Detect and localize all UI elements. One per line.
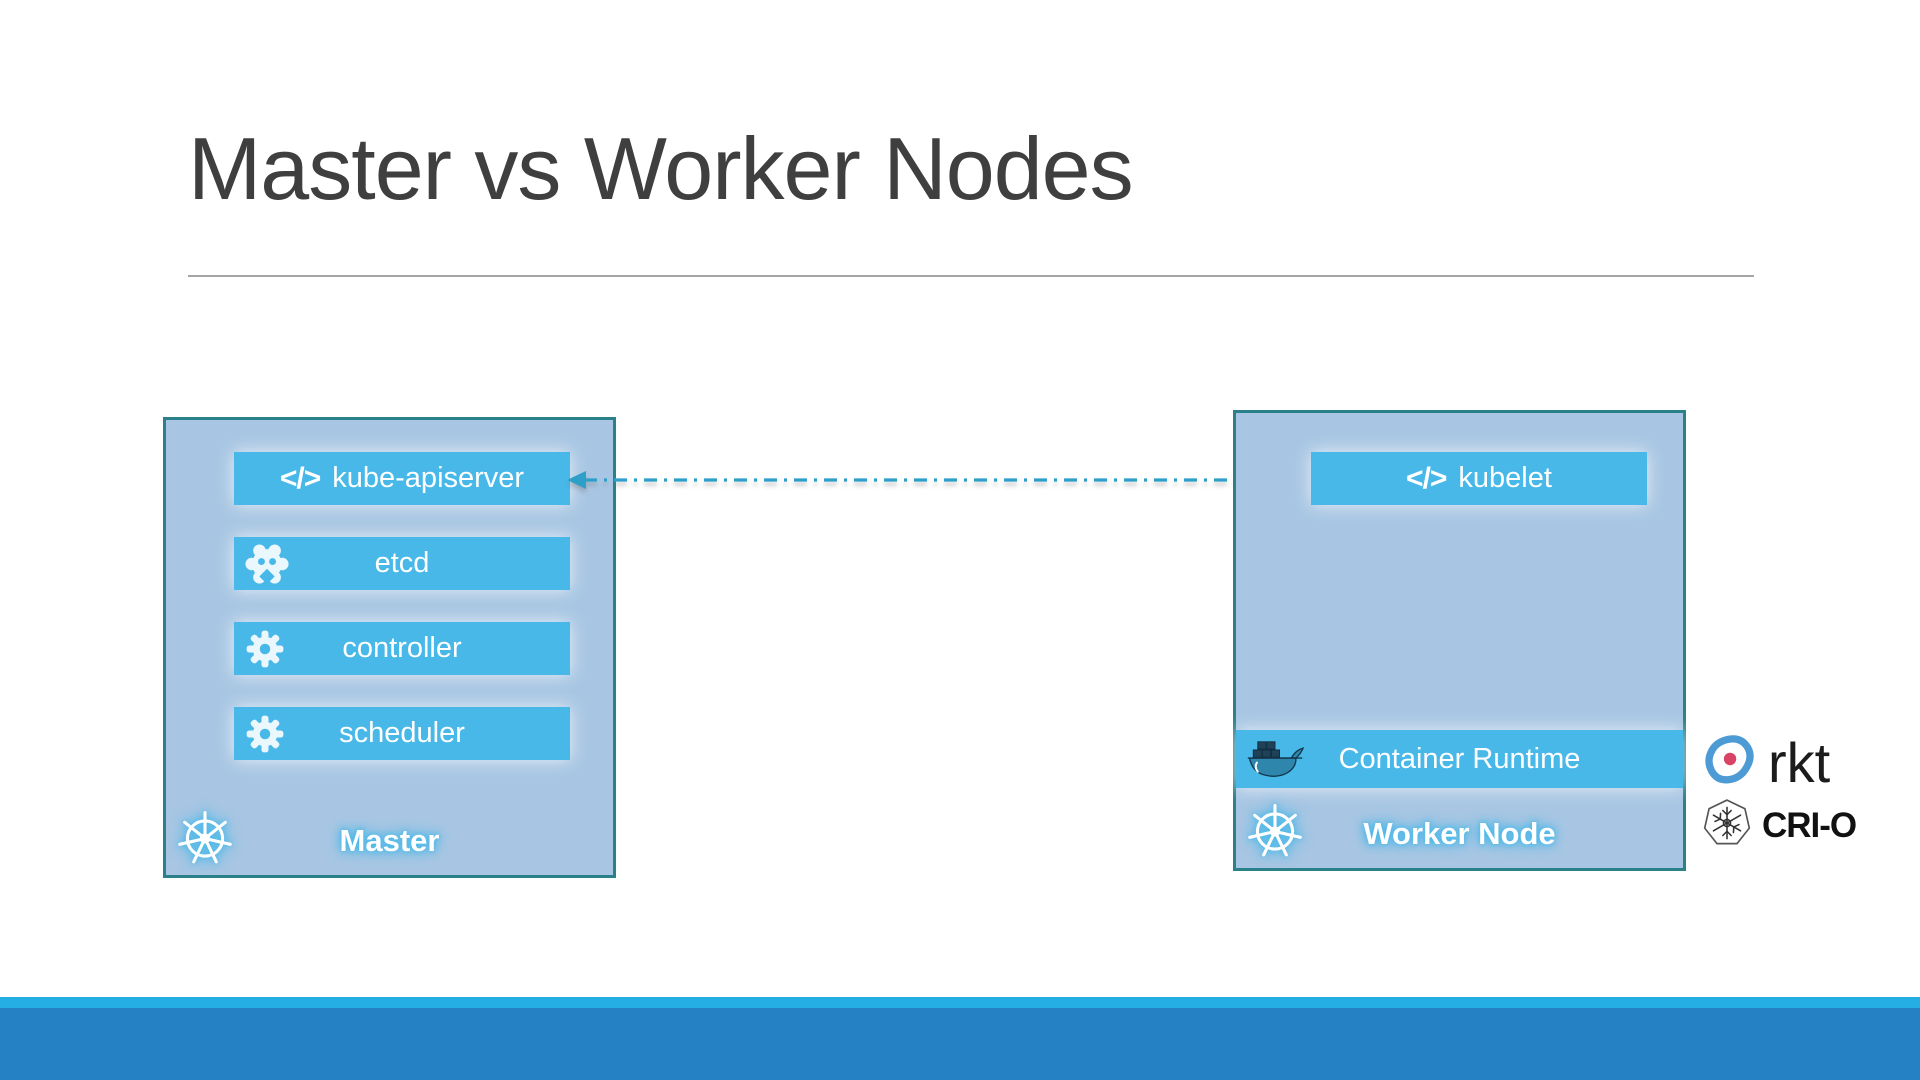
etcd-bar: etcd	[234, 537, 570, 590]
master-label-row: Master	[166, 810, 613, 872]
kubernetes-wheel-icon	[176, 810, 234, 873]
code-icon: </>	[1406, 461, 1447, 495]
docker-whale-icon	[1246, 737, 1304, 781]
kubelet-bar: </> kubelet	[1311, 452, 1647, 505]
master-label: Master	[339, 823, 440, 858]
footer-band	[0, 1008, 1920, 1080]
gear-icon	[244, 628, 286, 670]
etcd-gear-icon	[244, 541, 290, 587]
scheduler-bar: scheduler	[234, 707, 570, 760]
kube-apiserver-label: kube-apiserver	[332, 462, 525, 494]
footer-accent-strip	[0, 997, 1920, 1008]
apiserver-kubelet-arrow	[567, 471, 1317, 489]
crio-icon	[1702, 798, 1752, 853]
crio-runtime-item: CRI-O	[1702, 798, 1857, 853]
title-underline	[188, 275, 1754, 277]
worker-label-row: Worker Node	[1236, 803, 1683, 865]
master-node-box: </> kube-apiserver etcd	[163, 417, 616, 878]
kube-apiserver-bar: </> kube-apiserver	[234, 452, 570, 505]
worker-node-label: Worker Node	[1363, 816, 1556, 851]
etcd-label: etcd	[374, 547, 430, 579]
container-runtime-label: Container Runtime	[1338, 742, 1581, 775]
rkt-icon	[1702, 733, 1756, 792]
controller-bar: controller	[234, 622, 570, 675]
worker-node-box: </> kubelet Container Runtime	[1233, 410, 1686, 871]
controller-label: controller	[342, 632, 462, 664]
kubernetes-wheel-icon	[1246, 803, 1304, 866]
scheduler-label: scheduler	[339, 717, 465, 749]
gear-icon	[244, 713, 286, 755]
code-icon: </>	[279, 461, 321, 495]
rkt-label: rkt	[1768, 731, 1831, 794]
rkt-runtime-item: rkt	[1702, 730, 1830, 795]
kubelet-label: kubelet	[1458, 462, 1552, 494]
container-runtime-bar: Container Runtime	[1236, 730, 1683, 788]
page-title: Master vs Worker Nodes	[188, 119, 1134, 218]
crio-label: CRI-O	[1762, 805, 1857, 845]
